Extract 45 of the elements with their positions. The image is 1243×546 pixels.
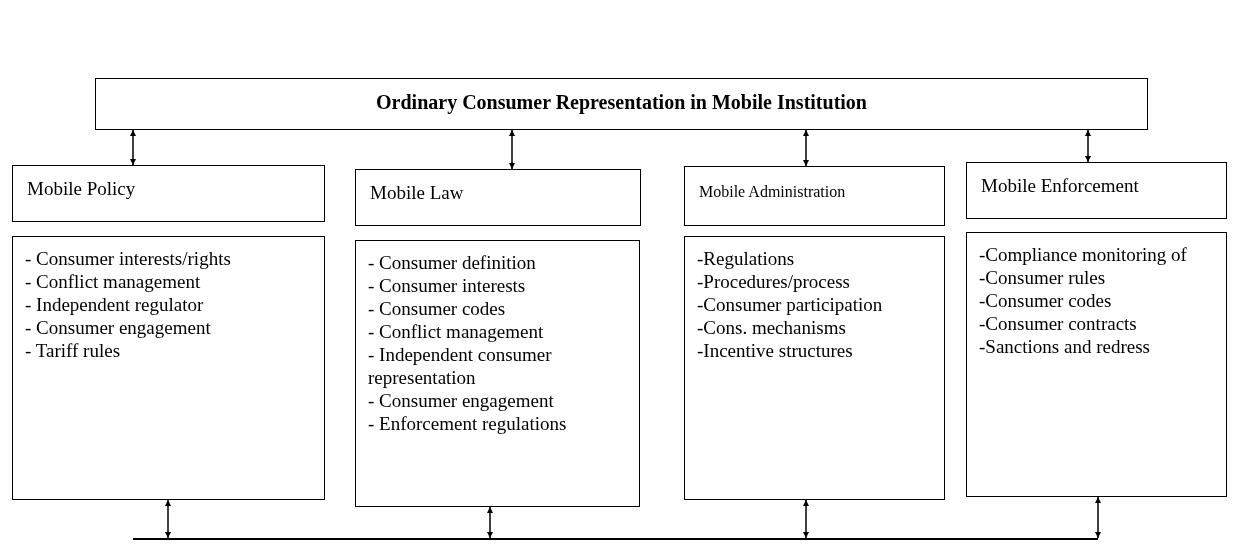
list-item: - Independent regulator: [25, 293, 205, 316]
list-item: -Consumer participation: [697, 293, 884, 316]
heading-text: Mobile Law: [369, 181, 465, 204]
heading-box: [12, 165, 325, 222]
title-text: Ordinary Consumer Representation in Mobile Institution: [375, 90, 868, 116]
list-item: -Consumer codes: [979, 289, 1113, 312]
list-item: - Consumer codes: [368, 297, 507, 320]
list-item: - Consumer engagement: [368, 389, 555, 412]
double-arrow: [1085, 129, 1091, 163]
heading-text: Mobile Enforcement: [980, 174, 1140, 197]
list-item: - Consumer definition: [368, 251, 537, 274]
title-box: [95, 78, 1148, 130]
list-item: - Enforcement regulations: [368, 412, 568, 435]
list-item: -Procedures/process: [697, 270, 851, 293]
list-box: [966, 232, 1227, 497]
list-item: - Consumer interests/rights: [25, 247, 232, 270]
list-item: - Independent consumer representation: [368, 343, 553, 389]
list-item: -Cons. mechanisms: [697, 316, 847, 339]
list-item: - Consumer engagement: [25, 316, 212, 339]
list-box: [12, 236, 325, 500]
list-item: -Consumer contracts: [979, 312, 1138, 335]
heading-box: [355, 169, 641, 226]
double-arrow: [130, 129, 136, 166]
list-item: -Incentive structures: [697, 339, 854, 362]
list-item: -Compliance monitoring of: [979, 243, 1188, 266]
list-item: -Regulations: [697, 247, 796, 270]
list-item: - Consumer interests: [368, 274, 527, 297]
double-arrow: [1095, 496, 1101, 539]
list-box: [684, 236, 945, 500]
list-item: - Tariff rules: [25, 339, 122, 362]
list-item: - Conflict management: [368, 320, 545, 343]
heading-box: [966, 162, 1227, 219]
heading-text: Mobile Policy: [26, 177, 137, 200]
list-item: -Sanctions and redress: [979, 335, 1151, 358]
connector-bar: [133, 538, 1098, 540]
list-item: - Conflict management: [25, 270, 202, 293]
list-box: [355, 240, 640, 507]
heading-box: [684, 166, 945, 226]
list-item: -Consumer rules: [979, 266, 1107, 289]
double-arrow: [487, 506, 493, 539]
double-arrow: [803, 129, 809, 167]
double-arrow: [509, 129, 515, 170]
heading-text: Mobile Administration: [698, 182, 847, 201]
double-arrow: [803, 499, 809, 539]
double-arrow: [165, 499, 171, 539]
